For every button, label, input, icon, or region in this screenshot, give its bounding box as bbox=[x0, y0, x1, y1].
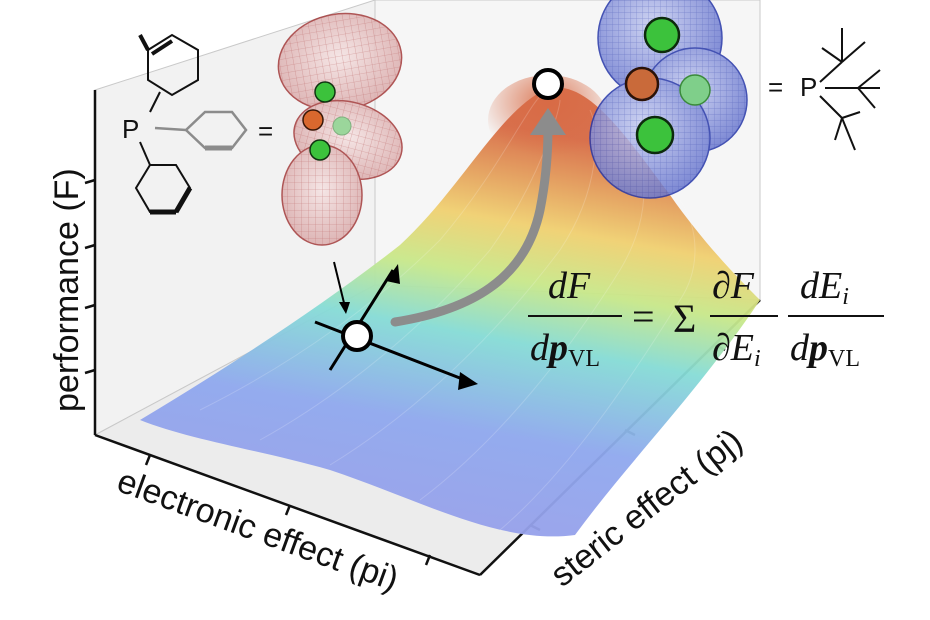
red-model-atom-green-faded bbox=[332, 116, 352, 136]
pointer-arrowhead bbox=[339, 302, 350, 314]
right-equals-sign: = bbox=[768, 72, 783, 102]
left-equals-sign: = bbox=[258, 116, 273, 146]
start-point-marker bbox=[341, 320, 373, 352]
blue-model-atom-green-faded bbox=[679, 74, 711, 106]
cross-arrowhead-right bbox=[458, 372, 478, 390]
left-phosphorus-label: P bbox=[122, 114, 139, 144]
cross-arrowhead-up bbox=[386, 264, 400, 284]
eq-lhs-denominator: dpVL bbox=[530, 327, 600, 372]
tri-tert-butylphosphine-structure bbox=[819, 28, 881, 151]
eq-partial-denominator: ∂Ei bbox=[712, 327, 761, 372]
red-orbital-model bbox=[277, 12, 403, 246]
blue-orbital-model bbox=[589, 0, 748, 199]
pointer-arrow bbox=[333, 261, 346, 308]
blue-model-atom-phosphorus bbox=[624, 66, 660, 102]
red-model-atom-green-bottom bbox=[309, 139, 331, 161]
gradient-cross bbox=[314, 269, 466, 382]
optimization-arrowhead bbox=[530, 108, 566, 135]
triphenylphosphine-structure bbox=[134, 33, 248, 215]
eq-rhs-numerator: dEi bbox=[800, 265, 849, 310]
chain-rule-equation: dF dpVL = Σ ∂F ∂Ei dEi dpVL bbox=[528, 265, 884, 372]
eq-equals: = bbox=[632, 294, 655, 339]
eq-rhs-denominator: dpVL bbox=[790, 327, 860, 372]
y-axis-label: performance (F) bbox=[48, 168, 86, 412]
red-model-atom-green-top bbox=[314, 81, 336, 103]
optimization-arrow bbox=[390, 123, 553, 327]
peak-point-marker bbox=[532, 68, 564, 100]
blue-model-atom-green-top bbox=[643, 16, 681, 54]
eq-partial-numerator: ∂F bbox=[712, 265, 755, 307]
red-model-atom-phosphorus bbox=[302, 109, 324, 131]
right-phosphorus-label: P bbox=[800, 72, 817, 102]
blue-model-atom-green-bottom bbox=[635, 115, 675, 155]
eq-lhs-numerator: dF bbox=[548, 265, 591, 307]
eq-sum: Σ bbox=[673, 296, 696, 341]
